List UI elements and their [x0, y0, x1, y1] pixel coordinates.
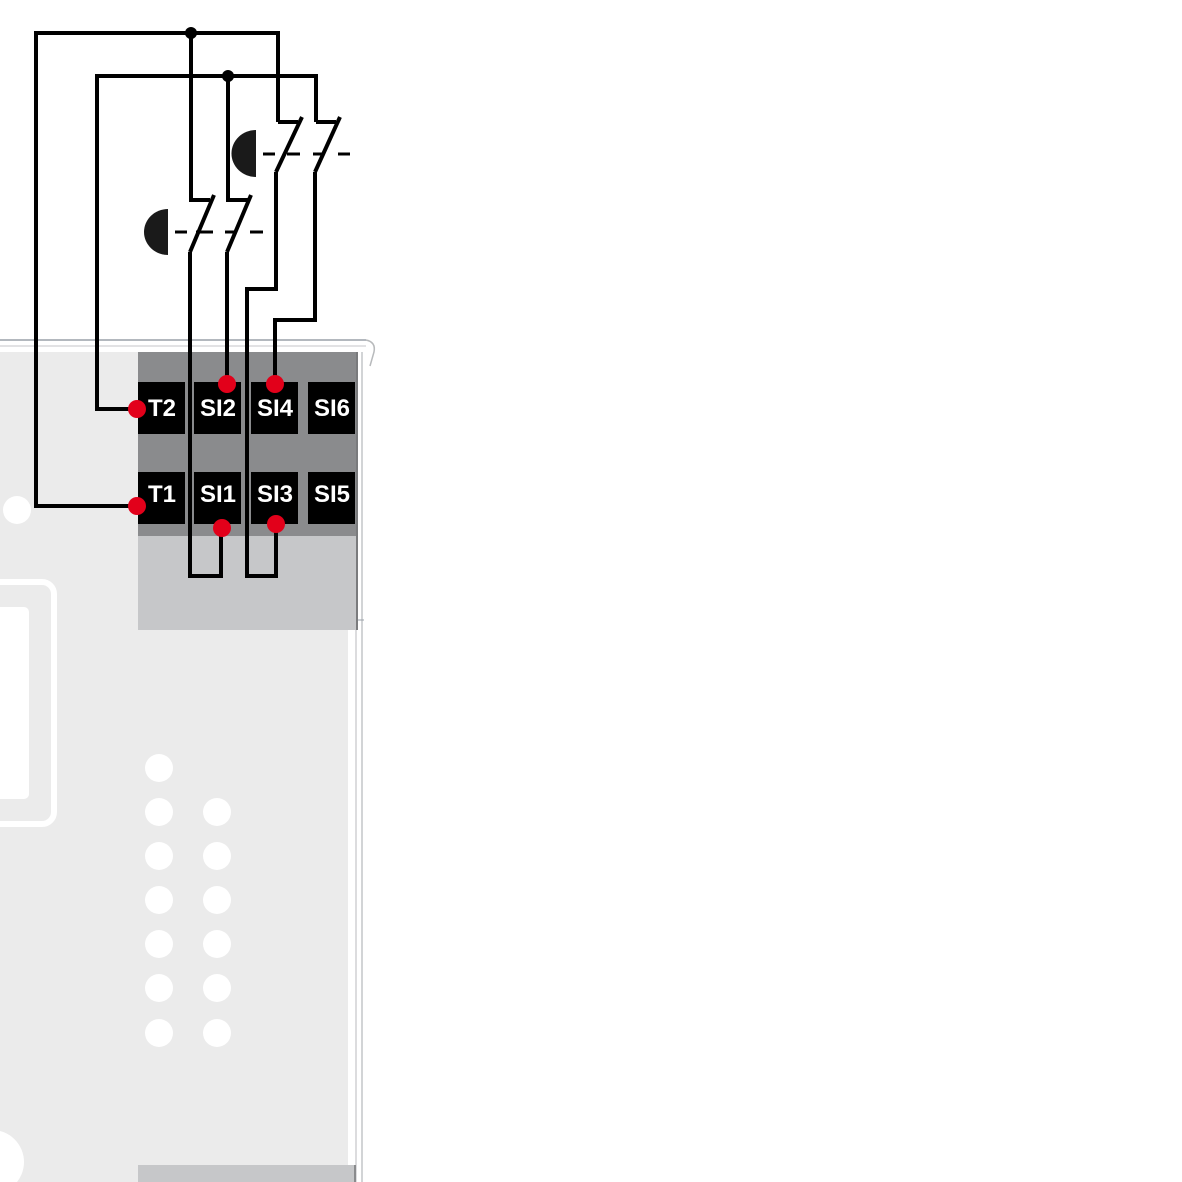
junction-dot: [222, 70, 234, 82]
connection-points: [128, 375, 285, 537]
emergency-stop-1: [144, 209, 263, 255]
terminal-si6[interactable]: [308, 382, 355, 434]
wire-t2: [95, 74, 318, 411]
connection-point-si4: [266, 375, 284, 393]
wire-es2-c1-out: [245, 172, 278, 578]
terminal-label-t2: T2: [148, 395, 176, 422]
housing-window-frame: [0, 579, 57, 827]
housing-window: [0, 607, 29, 799]
terminal-label-t1: T1: [148, 481, 176, 508]
terminal-t1[interactable]: [138, 472, 185, 524]
connection-point-t2: [128, 400, 146, 418]
housing-large-circle: [0, 1131, 24, 1182]
terminal-label-si2: SI2: [200, 395, 236, 422]
wire-es2-c2-out: [273, 172, 317, 384]
terminal-label-si5: SI5: [314, 481, 350, 508]
mushroom-head-icon: [231, 130, 256, 177]
emergency-stop-2: [231, 130, 350, 177]
terminal-si1[interactable]: [194, 472, 241, 524]
wire-t2-branch: [226, 76, 248, 202]
terminal-label-si4: SI4: [257, 395, 294, 422]
terminal-block: T2 SI2 SI4 SI6 T1 SI1 SI3 SI5: [138, 352, 358, 630]
connection-point-si3: [267, 515, 285, 533]
connection-point-si2: [218, 375, 236, 393]
wires: [34, 31, 342, 578]
terminal-label-si1: SI1: [200, 481, 236, 508]
housing-dot: [3, 496, 31, 524]
terminal-label-si6: SI6: [314, 395, 350, 422]
connection-point-si1: [213, 519, 231, 537]
junction-dot: [185, 27, 197, 39]
terminal-label-si3: SI3: [257, 481, 293, 508]
wire-t1: [34, 31, 280, 508]
lower-terminal-strip: [138, 1165, 356, 1182]
mushroom-head-icon: [144, 209, 168, 255]
terminal-si5[interactable]: [308, 472, 355, 524]
wire-es1-c1-out: [188, 252, 223, 578]
wire-t1-branch: [189, 33, 210, 202]
housing-dot-grid: [145, 754, 231, 1047]
connection-point-t1: [128, 497, 146, 515]
terminal-si2[interactable]: [194, 382, 241, 434]
